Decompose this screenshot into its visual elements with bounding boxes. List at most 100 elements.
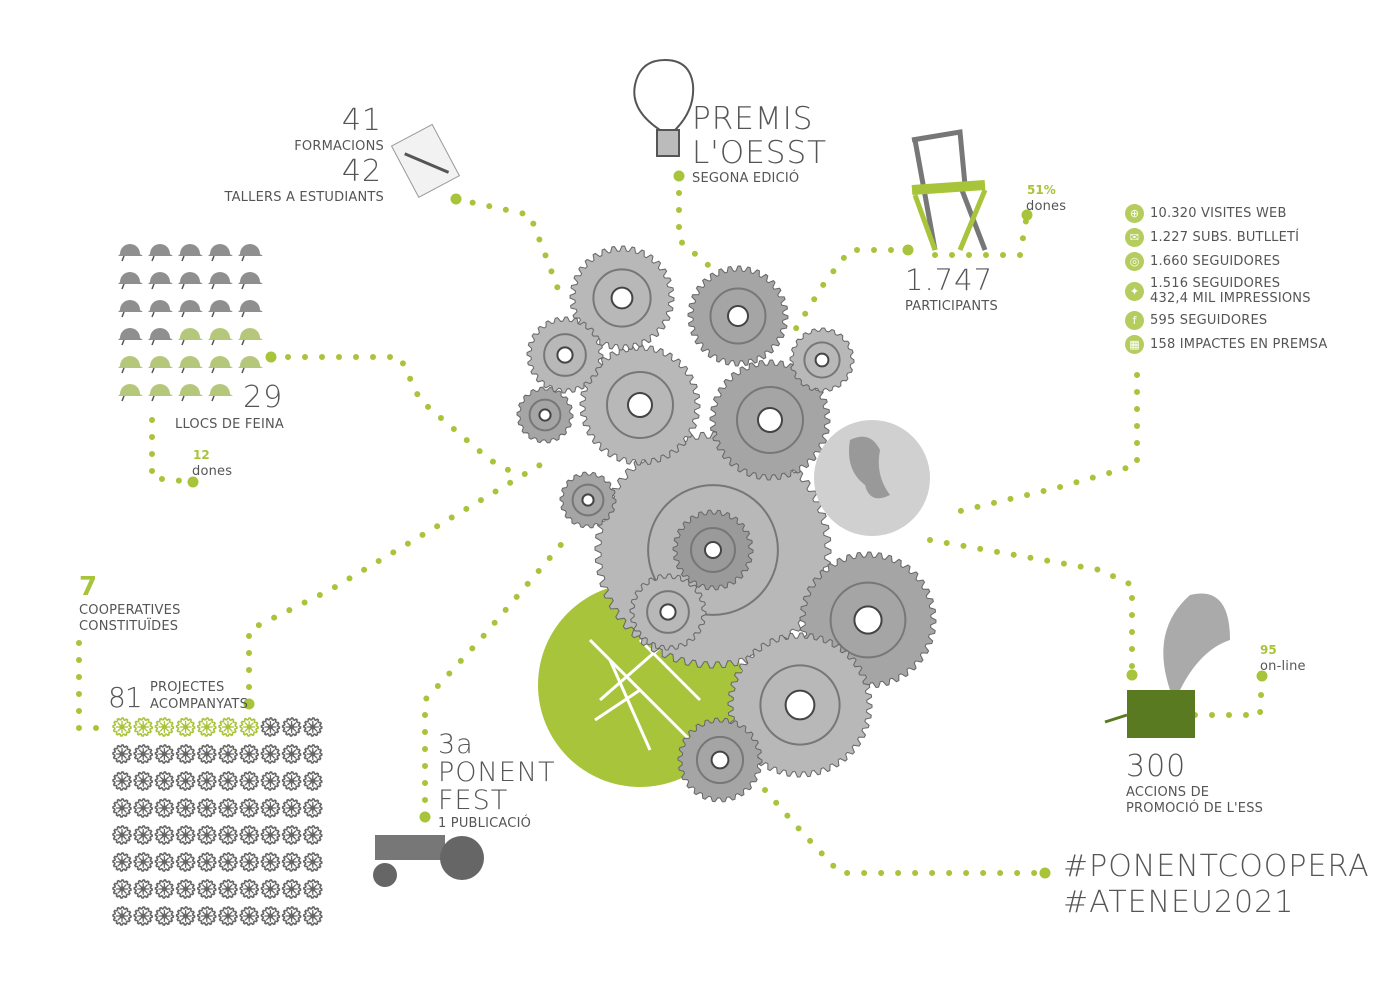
jobs-women-value: 12 xyxy=(193,448,210,462)
project-gear-icon xyxy=(154,852,175,872)
online-value: 95 xyxy=(1260,643,1277,657)
gear-ring xyxy=(829,581,907,659)
helmet-icon xyxy=(118,384,143,402)
globe-continent xyxy=(849,436,890,499)
cooperatives-label-1: COOPERATIVES xyxy=(79,603,181,618)
project-gear-icon xyxy=(218,744,238,764)
project-gear-icon xyxy=(281,717,302,737)
project-gear-icon xyxy=(302,825,323,845)
project-gear-icon xyxy=(302,744,323,764)
helmet-icon xyxy=(148,384,173,402)
project-gear-icon xyxy=(302,852,323,872)
participants-women-label: dones xyxy=(1026,199,1067,214)
gear-ring xyxy=(690,527,736,573)
facebook-icon: f xyxy=(1125,311,1144,330)
gear-cluster xyxy=(516,245,937,803)
project-gear-icon xyxy=(196,906,217,926)
premis-subtitle: SEGONA EDICIÓ xyxy=(692,171,800,186)
project-gear-icon xyxy=(154,771,175,791)
project-gear-icon xyxy=(196,717,217,737)
project-gear-icon xyxy=(281,825,302,845)
dotted-connector xyxy=(246,459,548,707)
tallers-label: TALLERS A ESTUDIANTS xyxy=(224,190,384,205)
helmet-icon xyxy=(118,328,143,346)
project-gear-icon xyxy=(175,798,196,818)
connector-node xyxy=(450,193,462,205)
project-gear-icon xyxy=(239,825,260,845)
project-gear-icon xyxy=(175,852,196,872)
gear-ring xyxy=(606,371,674,439)
project-gear-icon xyxy=(239,798,260,818)
project-gear-icon xyxy=(133,744,154,764)
project-gear-icon xyxy=(133,771,154,791)
project-gear-icon xyxy=(196,771,217,791)
project-gear-icon xyxy=(281,906,302,926)
helmet-icon xyxy=(118,244,143,262)
gear-ring xyxy=(592,268,652,328)
project-gear-icon xyxy=(112,879,132,899)
connector-node xyxy=(1039,867,1051,879)
project-gear-icon xyxy=(175,717,196,737)
projectes-label-1: PROJECTES xyxy=(150,680,225,695)
helmet-icon xyxy=(208,356,233,374)
project-gear-icon xyxy=(302,798,323,818)
project-gear-icon xyxy=(112,906,132,926)
dotted-connector xyxy=(453,196,565,303)
social-stat-texts: 1.660 SEGUIDORES xyxy=(1150,254,1280,269)
hashtag-ateneu2021[interactable]: #ATENEU2021 xyxy=(1063,885,1295,920)
gear-ring xyxy=(528,398,562,432)
formacions-label: FORMACIONS xyxy=(294,139,384,154)
project-gear-icon xyxy=(302,771,323,791)
project-gear-icon xyxy=(154,717,175,737)
dotted-connector xyxy=(927,537,1135,678)
social-stat-texts: 595 SEGUIDORES xyxy=(1150,313,1267,328)
project-gear-icon xyxy=(302,906,323,926)
hashtag-ponentcoopera[interactable]: #PONENTCOOPERA xyxy=(1063,849,1370,884)
gear-hub xyxy=(556,346,574,364)
dotted-connector xyxy=(676,173,711,268)
dotted-connector xyxy=(149,417,196,485)
social-stat-text: 1.516 SEGUIDORES xyxy=(1150,276,1281,291)
social-stat-text: 1.227 SUBS. BUTLLETÍ xyxy=(1150,230,1300,245)
project-gear-icon xyxy=(154,744,175,764)
globe-icon: ⊕ xyxy=(1125,204,1144,223)
project-gear-icon xyxy=(112,852,132,872)
project-gear-icon xyxy=(239,852,260,872)
helmet-icon xyxy=(118,300,143,318)
dotted-connectors xyxy=(76,170,1268,879)
project-gear-icon xyxy=(175,744,196,764)
gear-ring xyxy=(647,484,779,616)
helmet-icon xyxy=(208,244,233,262)
participants-women-pct: 51% xyxy=(1027,183,1056,197)
dotted-connector xyxy=(268,354,515,475)
helmet-icon xyxy=(118,356,143,374)
project-gear-icon xyxy=(281,744,302,764)
social-stat-text: 10.320 VISITES WEB xyxy=(1150,206,1287,221)
project-gear-icon xyxy=(260,771,281,791)
gear-ring xyxy=(646,590,690,634)
gear-ring xyxy=(543,333,587,377)
helmet-icon xyxy=(148,300,173,318)
project-gear-icon xyxy=(281,798,302,818)
project-gear-icon xyxy=(239,906,260,926)
project-gear-icon xyxy=(154,879,175,899)
project-gear-icon xyxy=(218,771,238,791)
dotted-connector xyxy=(1192,673,1265,718)
connector-node xyxy=(265,351,277,363)
project-gear-icon xyxy=(260,825,281,845)
helmet-icon xyxy=(238,272,263,290)
formacions-value: 41 xyxy=(341,103,382,138)
project-gear-icon xyxy=(112,744,132,764)
gear-ring xyxy=(571,483,605,517)
connector-node xyxy=(243,698,255,710)
helmet-icon xyxy=(118,272,143,290)
social-stat-texts: 1.227 SUBS. BUTLLETÍ xyxy=(1150,230,1299,245)
lightbulb-icon xyxy=(633,58,695,157)
project-gear-icon xyxy=(260,717,281,737)
project-gear-icon xyxy=(175,771,196,791)
street-map-icon xyxy=(588,628,702,751)
project-gear-grid xyxy=(112,717,323,926)
